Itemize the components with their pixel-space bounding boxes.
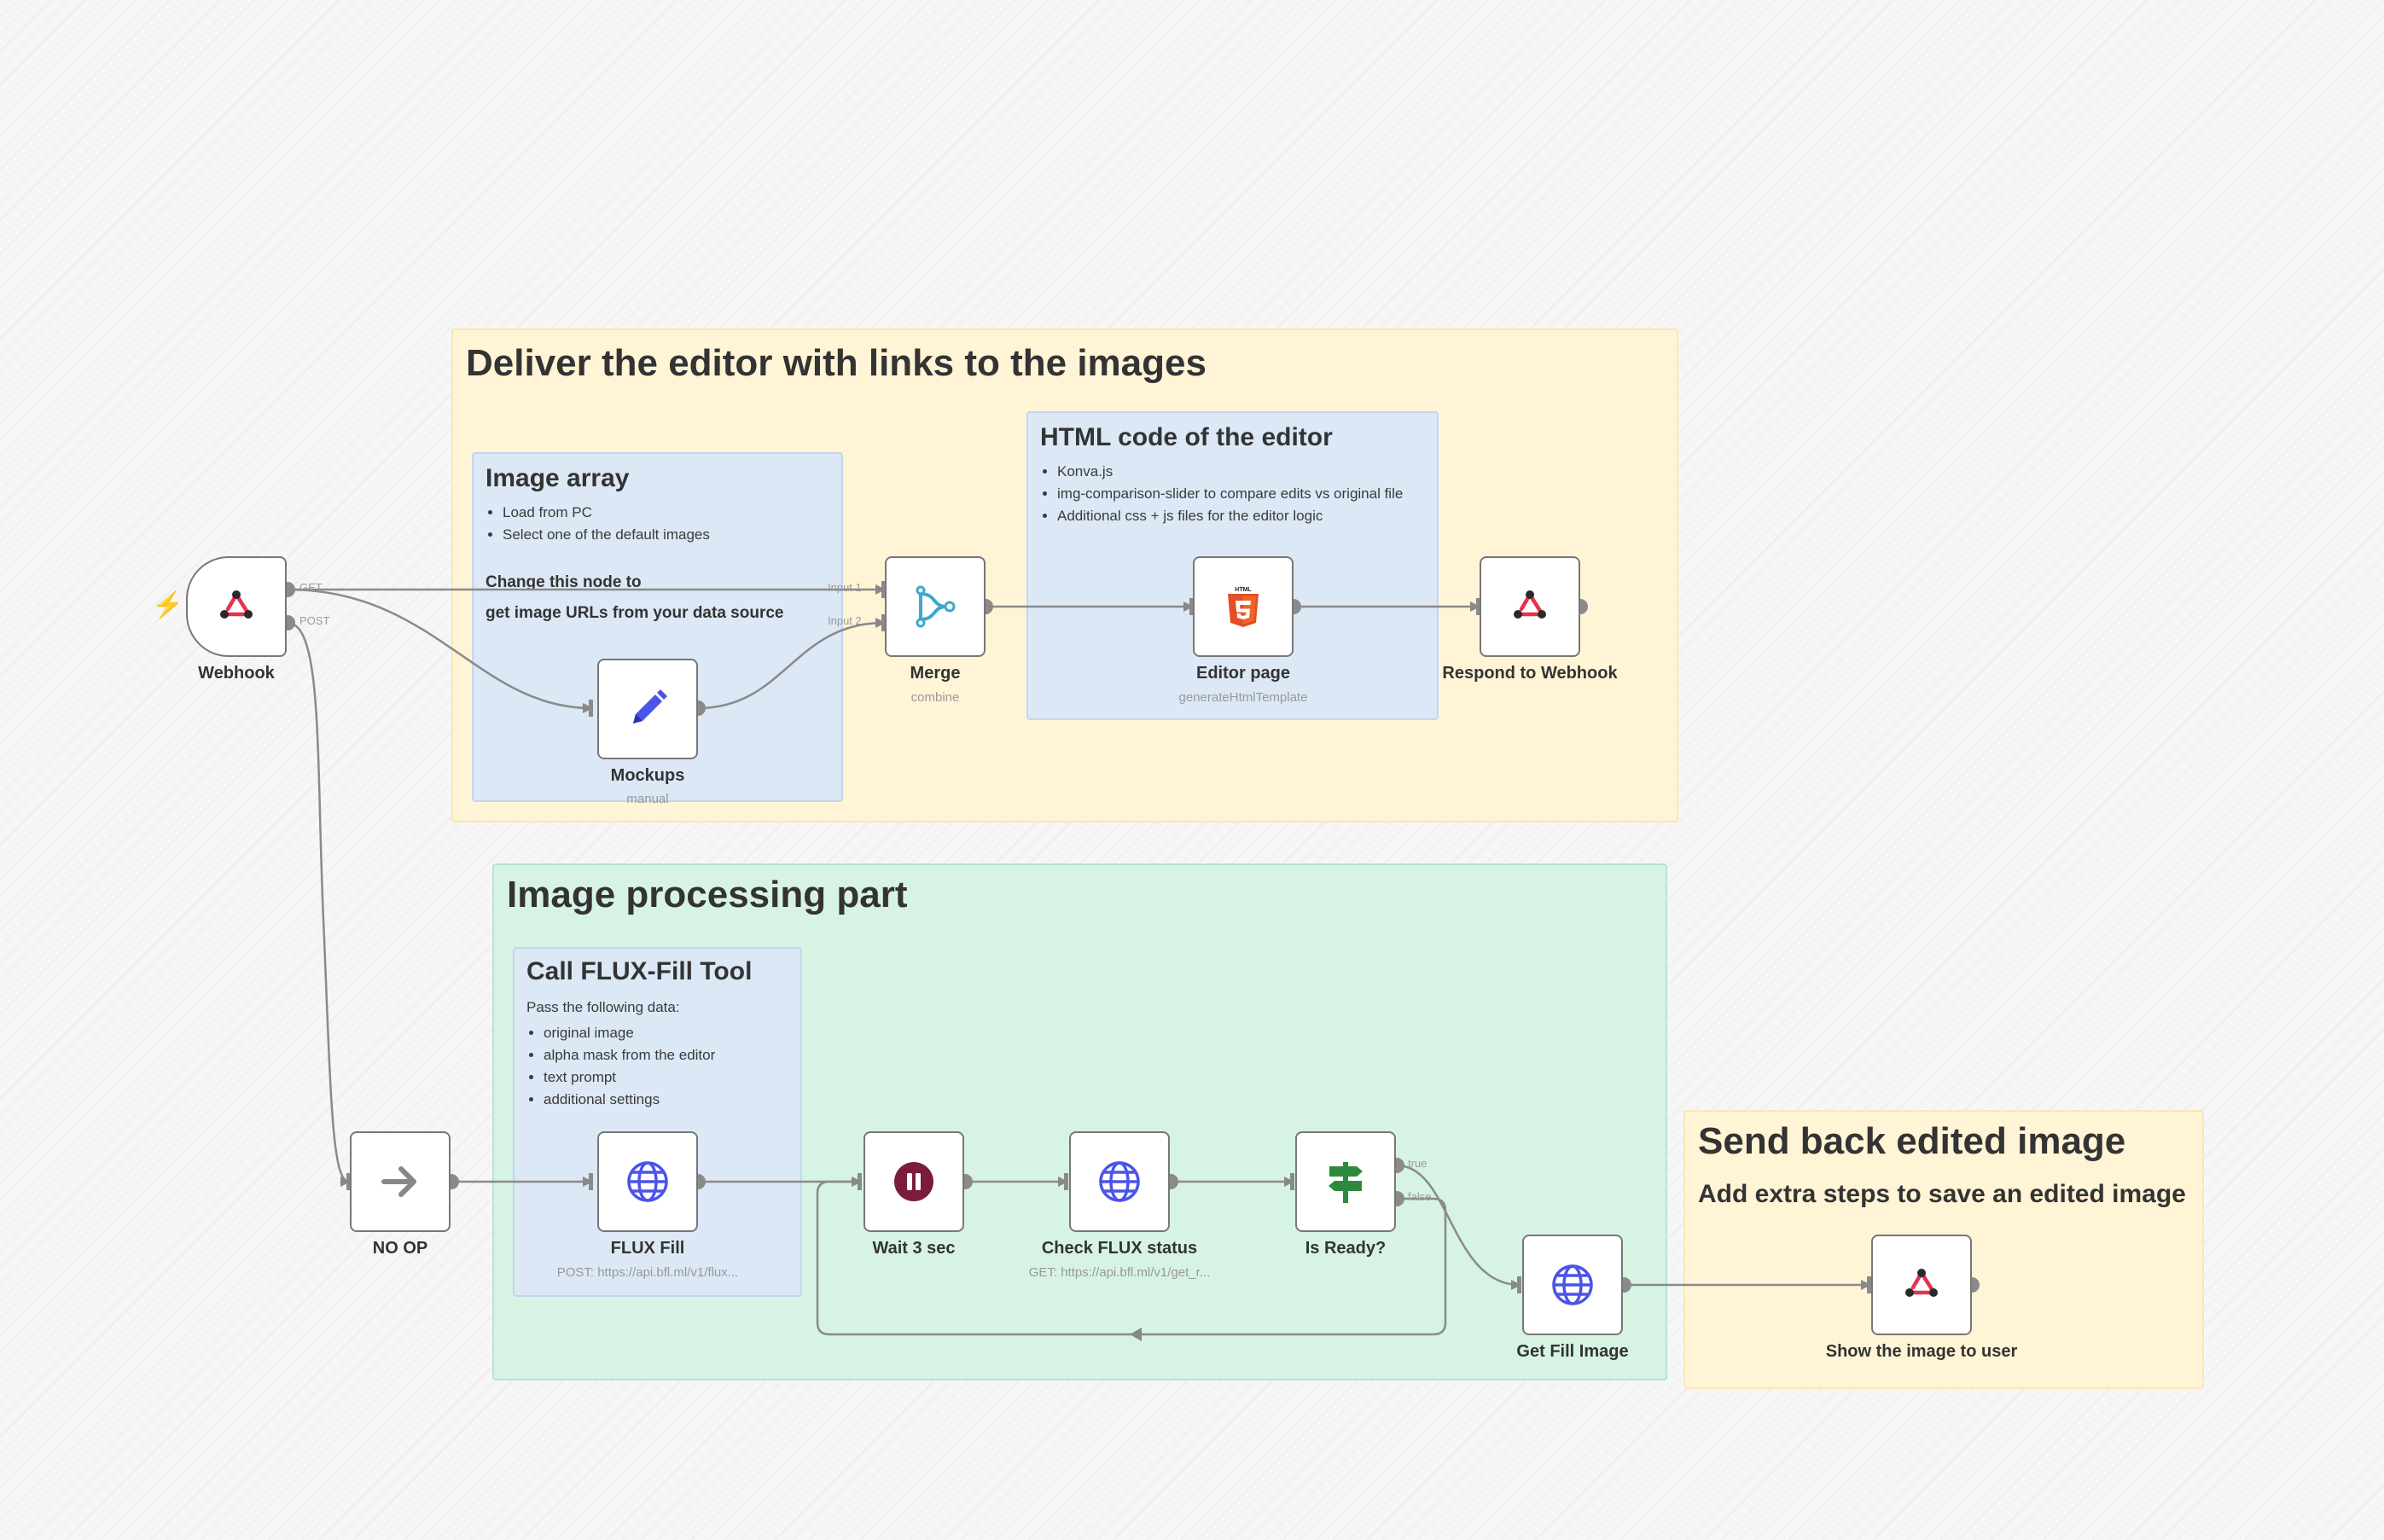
input-port (589, 1173, 593, 1190)
bullet-item: img-comparison-slider to compare edits v… (1057, 483, 1416, 505)
node-editor-page[interactable]: HTML (1193, 556, 1294, 657)
bullet-item: additional settings (544, 1089, 791, 1111)
node-label: Editor page (1195, 664, 1290, 683)
node-flux-fill[interactable] (597, 1131, 698, 1232)
input-port (1476, 598, 1480, 615)
sticky-title: Call FLUX-Fill Tool (526, 957, 753, 985)
sticky-title: Image processing part (507, 874, 908, 915)
globe-icon (1099, 1161, 1140, 1202)
node-label: Get Fill Image (1516, 1342, 1629, 1361)
sticky-note-line: Change this node to (486, 573, 642, 591)
sticky-title: Image array (486, 464, 630, 492)
node-label: Show the image to user (1825, 1342, 2018, 1361)
sticky-title: Send back edited image (1698, 1120, 2126, 1162)
node-label: Mockups (610, 766, 685, 785)
bullet-item: Konva.js (1057, 461, 1416, 483)
port-label-input2: Input 2 (828, 614, 862, 627)
node-subtitle: manual (626, 792, 669, 806)
pause-icon (894, 1162, 933, 1201)
node-get-fill-image[interactable] (1522, 1235, 1623, 1335)
bullet-item: original image (544, 1022, 791, 1044)
node-label: FLUX Fill (610, 1239, 685, 1258)
connection-mockups-merge (697, 618, 886, 710)
trigger-bolt-icon: ⚡ (152, 591, 184, 619)
node-is-ready[interactable] (1295, 1131, 1396, 1232)
input-port (881, 581, 886, 598)
port-label-get: GET (299, 581, 323, 594)
port-label-false: false (1408, 1190, 1432, 1203)
node-check-flux-status[interactable] (1069, 1131, 1170, 1232)
sticky-bullets: Load from PC Select one of the default i… (486, 502, 827, 546)
input-port (1517, 1276, 1521, 1293)
node-label: Wait 3 sec (872, 1239, 956, 1258)
bullet-item: Additional css + js files for the editor… (1057, 505, 1416, 527)
input-port (858, 1173, 862, 1190)
port-label-input1: Input 1 (828, 581, 862, 594)
input-port (1064, 1173, 1068, 1190)
connection-webhook-get-mockups (287, 588, 593, 713)
webhook-icon (1905, 1269, 1938, 1297)
sticky-bullets: Konva.js img-comparison-slider to compar… (1040, 461, 1416, 527)
node-subtitle: generateHtmlTemplate (1178, 690, 1308, 705)
port-label-true: true (1408, 1157, 1427, 1170)
connection-webhook-post-noop (287, 621, 351, 1187)
webhook-icon (220, 590, 253, 619)
input-port (346, 1173, 351, 1190)
loop-direction-arrow (1130, 1328, 1142, 1341)
bullet-item: Load from PC (503, 502, 827, 524)
bullet-item: text prompt (544, 1066, 791, 1089)
node-wait[interactable] (863, 1131, 964, 1232)
node-subtitle: POST: https://api.bfl.ml/v1/flux... (556, 1265, 739, 1280)
node-label: Webhook (198, 664, 275, 683)
node-no-op[interactable] (350, 1131, 451, 1232)
node-label: Merge (910, 664, 961, 683)
node-show-image[interactable] (1871, 1235, 1972, 1335)
sticky-bullets: original image alpha mask from the edito… (526, 1022, 791, 1111)
node-subtitle: combine (910, 690, 960, 705)
node-respond-to-webhook[interactable] (1480, 556, 1580, 657)
signpost-icon (1329, 1162, 1363, 1203)
connection-isready-true-getfill (1396, 1164, 1521, 1290)
globe-icon (1552, 1264, 1593, 1305)
input-port (1290, 1173, 1294, 1190)
sticky-subtitle: Add extra steps to save an edited image (1698, 1180, 2186, 1208)
input-port (589, 700, 593, 717)
webhook-icon (1514, 590, 1546, 619)
node-subtitle: GET: https://api.bfl.ml/v1/get_r... (1028, 1265, 1211, 1280)
node-mockups[interactable] (597, 659, 698, 759)
sticky-title: HTML code of the editor (1040, 423, 1333, 451)
input-port (881, 614, 886, 631)
globe-icon (627, 1161, 668, 1202)
input-port (1867, 1276, 1871, 1293)
node-label: Is Ready? (1305, 1239, 1387, 1258)
pencil-icon (633, 689, 667, 724)
node-webhook[interactable] (186, 556, 287, 657)
merge-icon (916, 585, 956, 628)
bullet-item: alpha mask from the editor (544, 1044, 791, 1066)
node-label: NO OP (372, 1239, 428, 1258)
input-port (1189, 598, 1194, 615)
port-label-post: POST (299, 614, 330, 627)
sticky-note-line: get image URLs from your data source (486, 604, 784, 622)
node-label: Respond to Webhook (1442, 664, 1618, 683)
html5-icon: HTML (1228, 587, 1259, 627)
sticky-flux-tool[interactable]: Call FLUX-Fill Tool Pass the following d… (513, 947, 802, 1297)
sticky-intro: Pass the following data: (526, 999, 680, 1015)
bullet-item: Select one of the default images (503, 524, 827, 546)
sticky-title: Deliver the editor with links to the ima… (466, 342, 1207, 384)
node-label: Check FLUX status (1041, 1239, 1198, 1258)
node-merge[interactable] (885, 556, 986, 657)
svg-text:HTML: HTML (1235, 587, 1252, 593)
arrow-right-icon (381, 1166, 416, 1197)
